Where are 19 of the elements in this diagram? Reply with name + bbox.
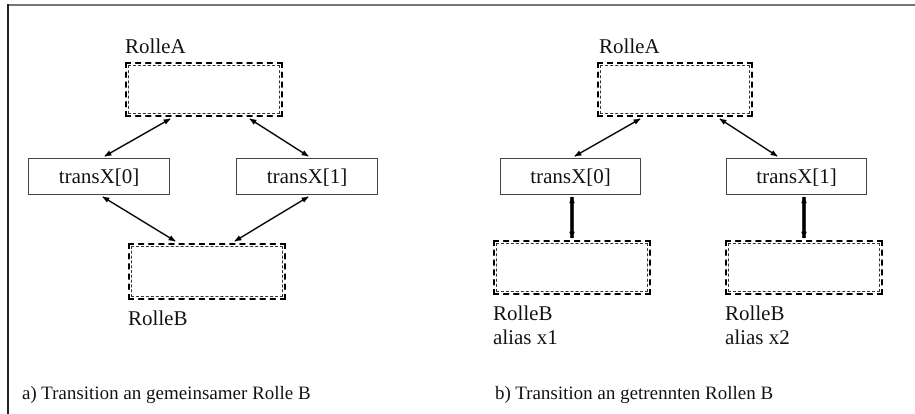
double-arrow bbox=[104, 118, 171, 157]
role-label: RolleA bbox=[125, 34, 187, 58]
double-arrow bbox=[249, 118, 309, 157]
role-label: RolleB alias x2 bbox=[725, 301, 791, 349]
double-arrow bbox=[102, 196, 176, 242]
role-label: RolleB bbox=[128, 306, 189, 330]
double-arrow bbox=[234, 196, 309, 242]
transition-box: transX[0] bbox=[28, 158, 170, 195]
caption: a) Transition an gemeinsamer Rolle B bbox=[22, 383, 311, 405]
caption: b) Transition an getrennten Rollen B bbox=[495, 383, 774, 405]
double-arrow bbox=[569, 196, 575, 239]
role-label: RolleA bbox=[599, 34, 661, 58]
double-arrow bbox=[801, 196, 807, 239]
transition-box: transX[1] bbox=[726, 158, 867, 195]
transition-box: transX[1] bbox=[236, 158, 378, 195]
transition-box: transX[0] bbox=[500, 158, 641, 195]
double-arrow bbox=[574, 118, 641, 157]
double-arrow bbox=[719, 118, 778, 157]
role-label: RolleB alias x1 bbox=[493, 301, 559, 349]
